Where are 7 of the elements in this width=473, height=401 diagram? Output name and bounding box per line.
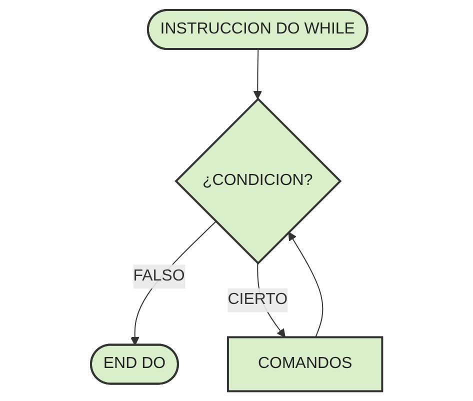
arrow xyxy=(288,232,324,338)
node-diamond: ¿CONDICION? xyxy=(174,97,342,265)
arrow xyxy=(130,220,216,346)
edge-label: FALSO xyxy=(133,267,185,284)
node-box: COMANDOS xyxy=(226,336,384,392)
arrow xyxy=(253,48,262,100)
edge-label: CIERTO xyxy=(228,291,288,308)
